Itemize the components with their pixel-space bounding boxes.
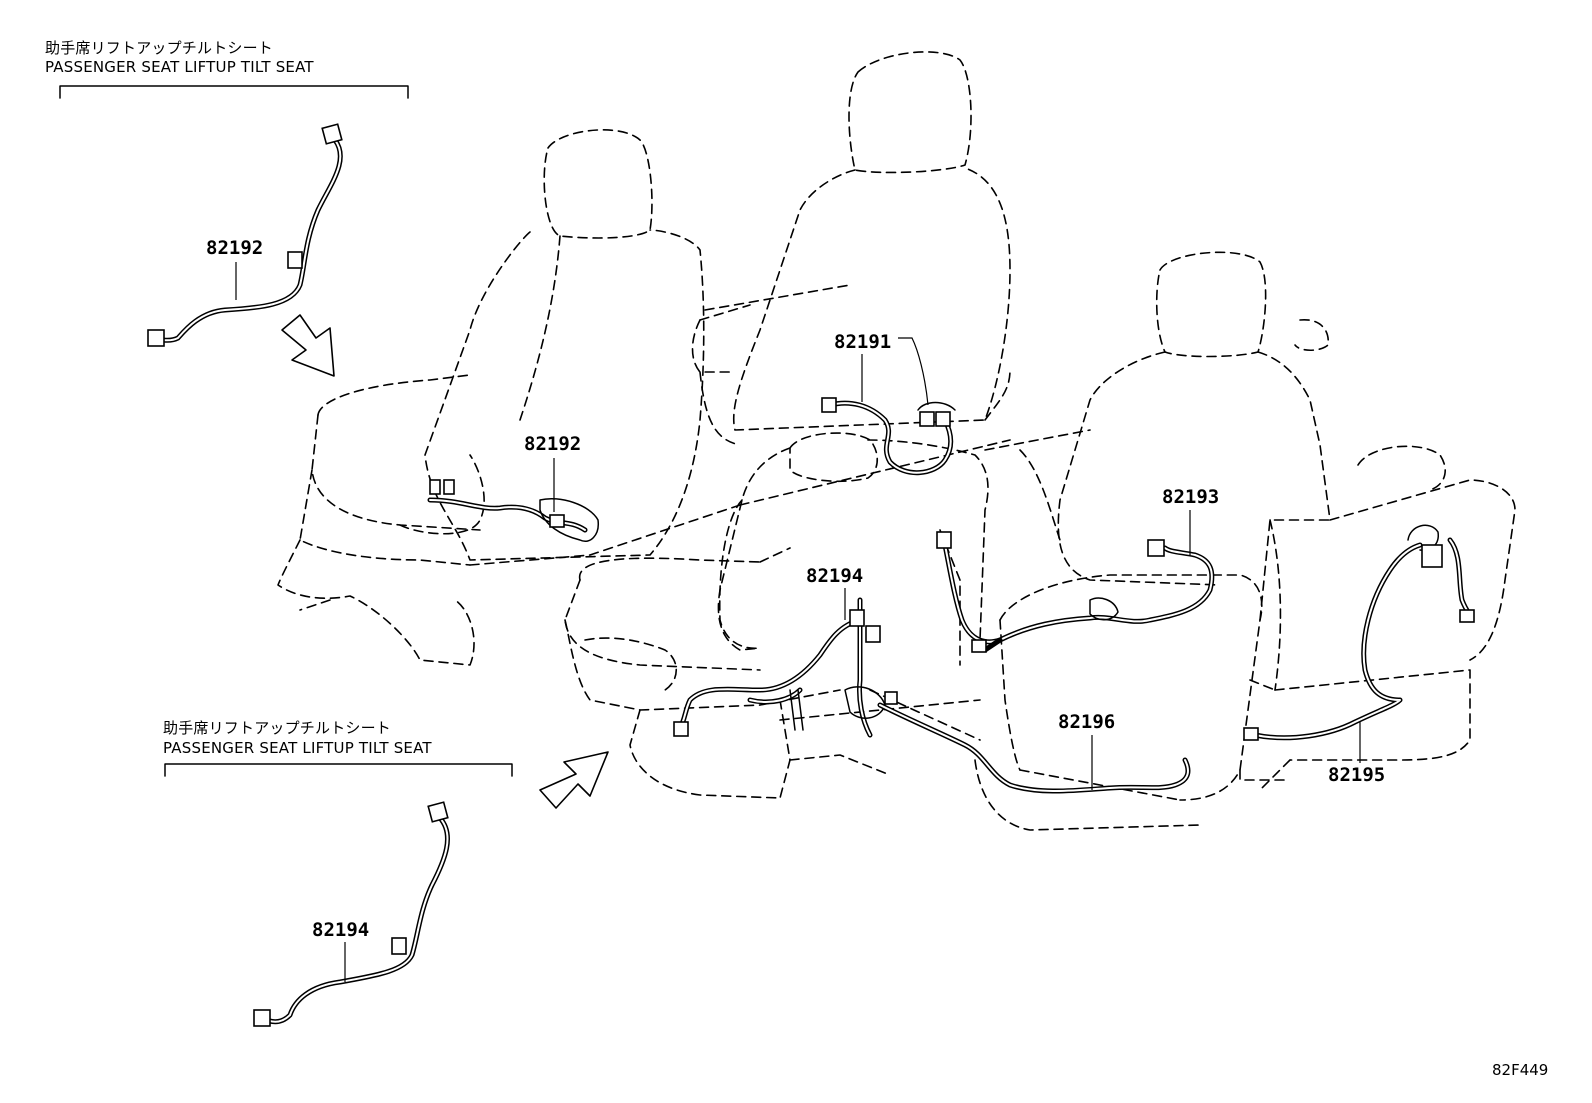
bottom-caption-japanese: 助手席リフトアップチルトシート	[163, 719, 392, 737]
arrow-to-center-seat	[539, 751, 609, 809]
harness-82191	[821, 397, 956, 476]
leader-82191	[861, 337, 929, 406]
center-back-seat-outline	[691, 51, 1011, 446]
part-label-82191: 82191	[834, 331, 892, 353]
bottom-caption-english: PASSENGER SEAT LIFTUP TILT SEAT	[163, 739, 432, 757]
center-front-seat-outline	[564, 432, 1011, 799]
harness-82192-mounted	[427, 479, 599, 542]
harness-82194-detached	[253, 801, 450, 1027]
right-bench-seat-outline	[974, 251, 1516, 831]
part-label-82193: 82193	[1162, 486, 1220, 508]
part-label-82194-main: 82194	[806, 565, 864, 587]
bottom-caption-bracket	[164, 763, 513, 777]
part-label-82195: 82195	[1328, 764, 1386, 786]
part-label-82192-top: 82192	[206, 237, 264, 259]
harness-82196	[877, 702, 1191, 794]
left-seat-outline	[277, 129, 741, 666]
part-label-82194-bottom: 82194	[312, 919, 370, 941]
arrow-to-left-seat	[281, 314, 335, 377]
part-label-82196: 82196	[1058, 711, 1116, 733]
harness-82193	[936, 531, 1215, 653]
top-caption-bracket	[59, 85, 409, 99]
top-caption-japanese: 助手席リフトアップチルトシート	[45, 39, 274, 57]
harness-82194-mounted	[673, 597, 898, 738]
top-caption-english: PASSENGER SEAT LIFTUP TILT SEAT	[45, 58, 314, 76]
figure-code: 82F449	[1492, 1061, 1549, 1079]
part-label-82192-main: 82192	[524, 433, 582, 455]
harness-82192-detached	[147, 123, 343, 347]
harness-82195	[1243, 524, 1475, 741]
